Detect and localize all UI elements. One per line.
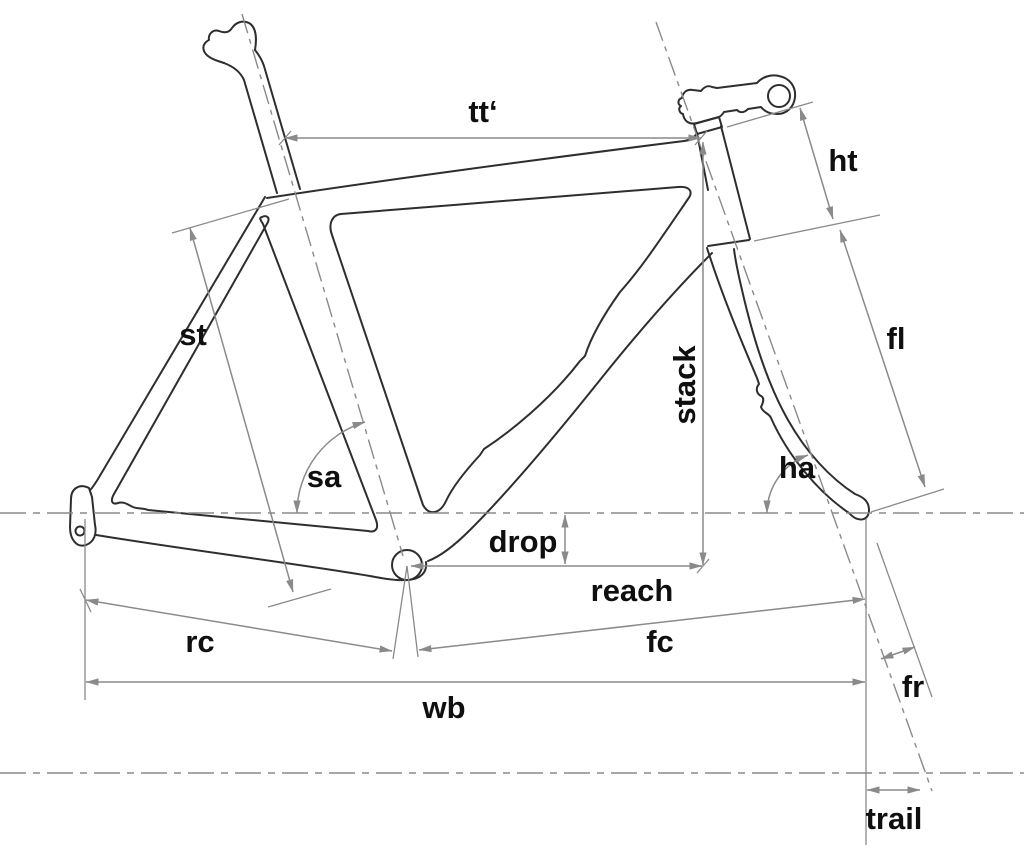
seat-tube-axis bbox=[241, 13, 404, 557]
st-top-extension-line bbox=[171, 198, 290, 234]
dimension-fork-rake-fr bbox=[880, 646, 916, 660]
chain-stay-outline bbox=[89, 533, 428, 582]
fork-rake-parallel-line bbox=[876, 542, 933, 698]
st-bottom-extension-line bbox=[267, 588, 332, 608]
seatpost-right-edge bbox=[254, 49, 301, 190]
bb-extension-leg-right bbox=[406, 565, 419, 658]
dimension-lines bbox=[79, 101, 945, 845]
label-rear-center-rc: rc bbox=[185, 624, 214, 659]
dimension-head-tube-ht bbox=[799, 107, 834, 220]
seat-stay-outline bbox=[87, 196, 266, 493]
top-tube-outline bbox=[266, 132, 698, 199]
label-fork-length-fl: fl bbox=[887, 321, 906, 356]
head-tube-right-edge bbox=[720, 125, 751, 240]
dimension-head-angle-arc bbox=[763, 454, 809, 514]
dimension-labels: tt‘ ht fl st stack sa ha drop reach rc f… bbox=[179, 94, 924, 836]
bb-extension-leg-left bbox=[392, 565, 408, 660]
front-axle-perpendicular-extension bbox=[870, 488, 945, 513]
tick-reach-right bbox=[696, 558, 710, 574]
label-fork-rake-fr: fr bbox=[902, 669, 924, 704]
down-tube-outline bbox=[427, 252, 713, 562]
stem-outline bbox=[677, 74, 797, 125]
dimension-seat-tube-st bbox=[189, 227, 294, 593]
ht-top-extension-line bbox=[726, 101, 814, 128]
dimension-seat-angle-arc bbox=[293, 421, 366, 514]
dimension-front-center-fc bbox=[418, 596, 866, 653]
fork-crown-edge bbox=[707, 239, 750, 247]
label-wheelbase-wb: wb bbox=[421, 690, 465, 725]
label-top-tube-tt: tt‘ bbox=[468, 94, 497, 129]
main-triangle-inner-edge bbox=[329, 185, 692, 513]
steering-axis bbox=[655, 21, 933, 792]
label-seat-angle-sa: sa bbox=[307, 459, 342, 494]
rear-dropout-outline bbox=[69, 485, 97, 547]
reference-axes bbox=[0, 13, 1024, 792]
dimension-rear-center-rc bbox=[85, 598, 393, 653]
label-head-angle-ha: ha bbox=[779, 450, 816, 485]
label-stack: stack bbox=[667, 345, 702, 425]
rear-dropout-hole bbox=[74, 525, 86, 537]
label-head-tube-ht: ht bbox=[828, 143, 857, 178]
dimension-fork-length-fl bbox=[839, 229, 926, 488]
label-reach: reach bbox=[591, 573, 674, 608]
saddle-clamp-outline bbox=[202, 20, 257, 64]
ht-bottom-extension-line bbox=[753, 214, 881, 242]
label-seat-tube-st: st bbox=[179, 317, 207, 352]
label-bb-drop: drop bbox=[489, 524, 558, 559]
handlebar-clamp-circle bbox=[767, 84, 791, 108]
bottom-bracket-circle bbox=[391, 549, 423, 581]
label-trail: trail bbox=[866, 801, 923, 836]
seatpost-left-edge bbox=[223, 62, 278, 194]
label-front-center-fc: fc bbox=[646, 624, 674, 659]
